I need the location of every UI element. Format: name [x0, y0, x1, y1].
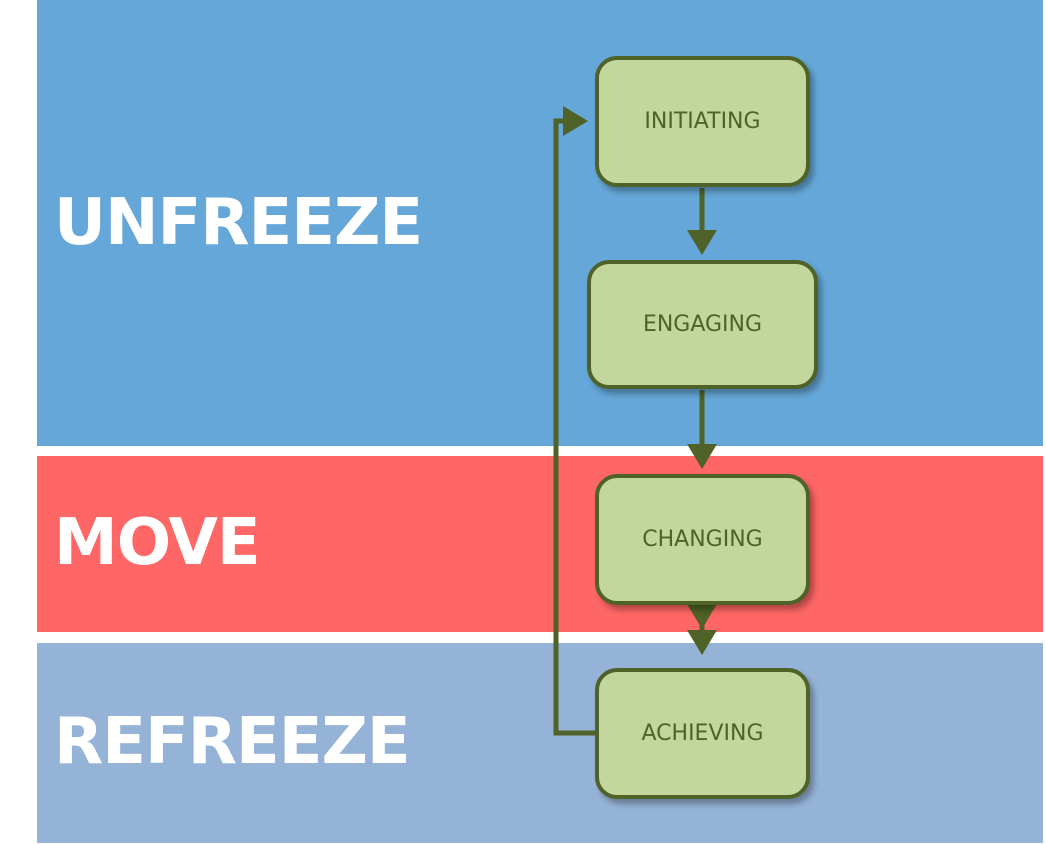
step-changing: CHANGING [595, 474, 810, 605]
stage-band-move: MOVE [37, 456, 1043, 632]
arrow-loop-achieving-initiating [553, 106, 595, 736]
stage-label-move: MOVE [54, 506, 261, 580]
step-initiating: INITIATING [595, 56, 810, 187]
stage-label-unfreeze: UNFREEZE [54, 186, 423, 260]
stage-label-refreeze: REFREEZE [54, 705, 411, 779]
stage-band-unfreeze: UNFREEZE [37, 0, 1043, 446]
stage-band-refreeze: REFREEZE [37, 643, 1043, 843]
step-achieving: ACHIEVING [595, 668, 810, 799]
step-engaging: ENGAGING [587, 260, 818, 389]
